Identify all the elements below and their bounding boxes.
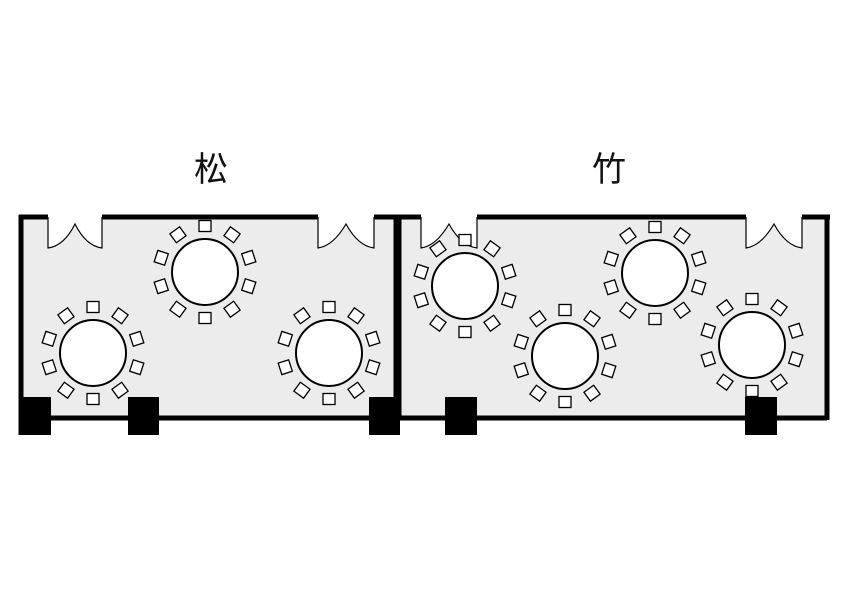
chair-icon [483, 239, 502, 258]
chair-icon [364, 358, 381, 376]
round-table [153, 219, 257, 325]
chair-icon [458, 325, 472, 339]
chair-icon [770, 373, 789, 392]
table-top [295, 319, 363, 387]
room-label-take: 竹 [592, 150, 626, 190]
room-label-matsu: 松 [194, 150, 228, 190]
chair-icon [292, 306, 311, 325]
tables-layer [41, 219, 804, 409]
chair-icon [240, 277, 257, 295]
chair-icon [700, 350, 717, 368]
chair-icon [513, 333, 530, 351]
chair-icon [648, 220, 662, 234]
door-swing-icon [317, 217, 375, 249]
chair-icon [168, 300, 187, 319]
table-top [171, 238, 239, 306]
chair-icon [128, 330, 145, 348]
chair-icon [603, 250, 620, 268]
chair-icon [86, 392, 100, 406]
chair-icon [673, 226, 692, 245]
chair-icon [690, 250, 707, 268]
chair-icon [322, 300, 336, 314]
chair-icon [700, 322, 717, 340]
chair-icon [500, 291, 517, 309]
chair-icon [277, 358, 294, 376]
pillar [445, 397, 477, 435]
chair-icon [322, 392, 336, 406]
chair-icon [583, 309, 602, 328]
chair-icon [128, 358, 145, 376]
chair-icon [347, 381, 366, 400]
chair-icon [428, 314, 447, 333]
chair-icon [673, 301, 692, 320]
chair-icon [558, 395, 572, 409]
room-take [396, 213, 830, 435]
round-table [277, 300, 381, 406]
chair-icon [690, 278, 707, 296]
chair-icon [483, 314, 502, 333]
table-top [621, 239, 689, 307]
chair-icon [413, 291, 430, 309]
table-top [531, 322, 599, 390]
chair-icon [111, 381, 130, 400]
table-top [431, 252, 499, 320]
chair-icon [86, 300, 100, 314]
chair-icon [56, 306, 75, 325]
chair-icon [745, 292, 759, 306]
chair-icon [56, 381, 75, 400]
pillar [369, 397, 400, 435]
pillar [20, 397, 51, 435]
pillar [745, 397, 777, 435]
pillar [128, 397, 159, 435]
chair-icon [787, 350, 804, 368]
chair-icon [168, 225, 187, 244]
chair-icon [528, 309, 547, 328]
chair-icon [41, 330, 58, 348]
table-top [59, 319, 127, 387]
chair-icon [583, 384, 602, 403]
door-swing-icon [745, 217, 803, 249]
chair-icon [347, 306, 366, 325]
round-table [700, 292, 804, 398]
chair-icon [513, 361, 530, 379]
chair-icon [787, 322, 804, 340]
chair-icon [223, 225, 242, 244]
chair-icon [413, 263, 430, 281]
chair-icon [770, 298, 789, 317]
chair-icon [745, 384, 759, 398]
chair-icon [240, 249, 257, 267]
round-table [41, 300, 145, 406]
chair-icon [428, 239, 447, 258]
chair-icon [277, 330, 294, 348]
chair-icon [364, 330, 381, 348]
chair-icon [223, 300, 242, 319]
chair-icon [198, 219, 212, 233]
chair-icon [500, 263, 517, 281]
chair-icon [600, 361, 617, 379]
round-table [603, 220, 707, 326]
chair-icon [528, 384, 547, 403]
chair-icon [600, 333, 617, 351]
chair-icon [41, 358, 58, 376]
chair-icon [603, 278, 620, 296]
chair-icon [153, 249, 170, 267]
chair-icon [153, 277, 170, 295]
chair-icon [292, 381, 311, 400]
chair-icon [558, 303, 572, 317]
chair-icon [618, 301, 637, 320]
chair-icon [715, 373, 734, 392]
chair-icon [111, 306, 130, 325]
round-table [413, 233, 517, 339]
chair-icon [715, 298, 734, 317]
door-swing-icon [47, 217, 103, 249]
chair-icon [198, 311, 212, 325]
chair-icon [618, 226, 637, 245]
round-table [513, 303, 617, 409]
chair-icon [648, 312, 662, 326]
table-top [718, 311, 786, 379]
chair-icon [458, 233, 472, 247]
